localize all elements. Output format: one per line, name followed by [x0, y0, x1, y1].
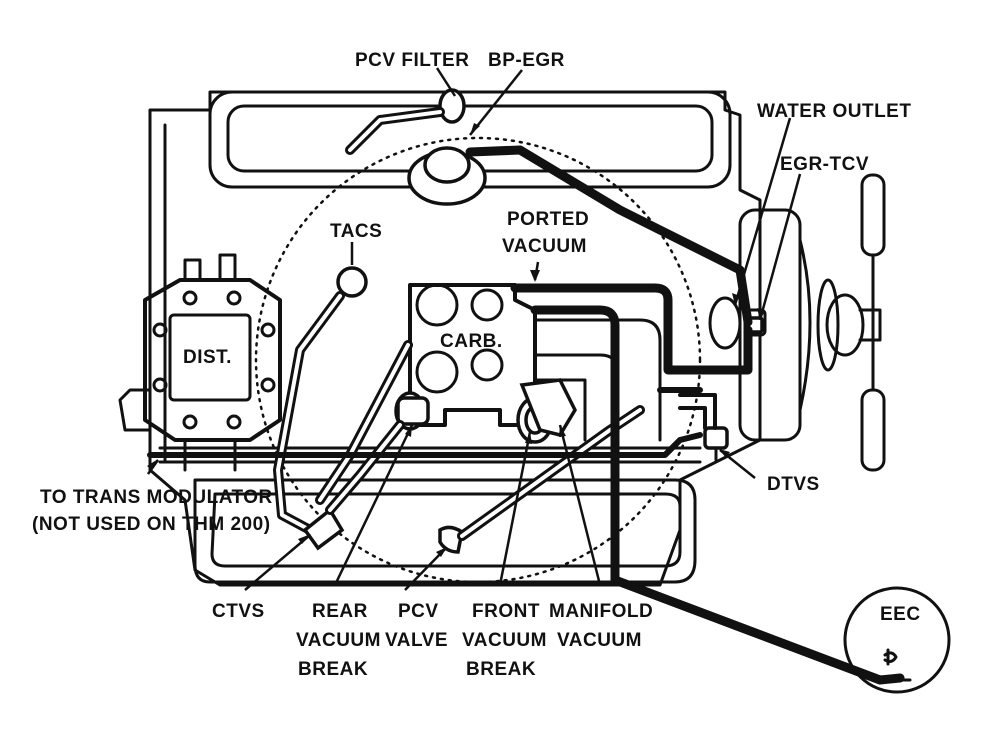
- label-pcv-filter: PCV FILTER: [355, 50, 469, 71]
- pcv-filter: [345, 88, 466, 155]
- label-rear-vacuum: VACUUM: [296, 630, 381, 651]
- eec-canister: [843, 586, 951, 694]
- vacuum-hoses: [147, 145, 905, 685]
- engine-block: [148, 90, 762, 587]
- manifold-fitting: [519, 378, 577, 438]
- label-front-vacuum: VACUUM: [462, 630, 547, 651]
- label-rear-break: BREAK: [298, 659, 368, 680]
- label-dist: DIST.: [183, 347, 232, 368]
- label-manifold-vacuum: VACUUM: [557, 630, 642, 651]
- label-to-trans-modulator: TO TRANS MODULATOR: [40, 487, 273, 508]
- label-front: FRONT: [472, 601, 540, 622]
- label-ported: PORTED: [507, 209, 589, 230]
- label-bp-egr: BP-EGR: [488, 50, 565, 71]
- label-carb: CARB.: [440, 331, 503, 352]
- leader-lines: [146, 67, 802, 591]
- labels: PCV FILTER BP-EGR WATER OUTLET EGR-TCV P…: [32, 50, 921, 680]
- label-rear: REAR: [312, 601, 368, 622]
- label-not-used-thm200: (NOT USED ON THM 200): [32, 514, 271, 535]
- label-vacuum-ported: VACUUM: [502, 236, 587, 257]
- label-ctvs: CTVS: [212, 601, 265, 622]
- rear-vacuum-break: [394, 391, 430, 431]
- label-manifold: MANIFOLD: [549, 601, 653, 622]
- label-water-outlet: WATER OUTLET: [757, 101, 911, 122]
- air-cleaner-outline: [254, 136, 702, 584]
- water-pump-fan: [738, 173, 886, 472]
- label-egr-tcv: EGR-TCV: [780, 154, 869, 175]
- label-pcv: PCV: [398, 601, 439, 622]
- manifold-rails: [158, 446, 702, 464]
- label-valve: VALVE: [385, 630, 448, 651]
- distributor: [118, 253, 282, 472]
- label-tacs: TACS: [330, 221, 382, 242]
- valve-cover-bottom: [193, 478, 697, 584]
- dtvs-switch: [678, 393, 729, 462]
- pcv-valve: [438, 405, 645, 554]
- label-front-break: BREAK: [466, 659, 536, 680]
- label-eec: EEC: [880, 604, 921, 625]
- bp-egr-valve: [407, 146, 487, 206]
- label-dtvs: DTVS: [767, 474, 820, 495]
- tacs-sensor: [273, 266, 368, 535]
